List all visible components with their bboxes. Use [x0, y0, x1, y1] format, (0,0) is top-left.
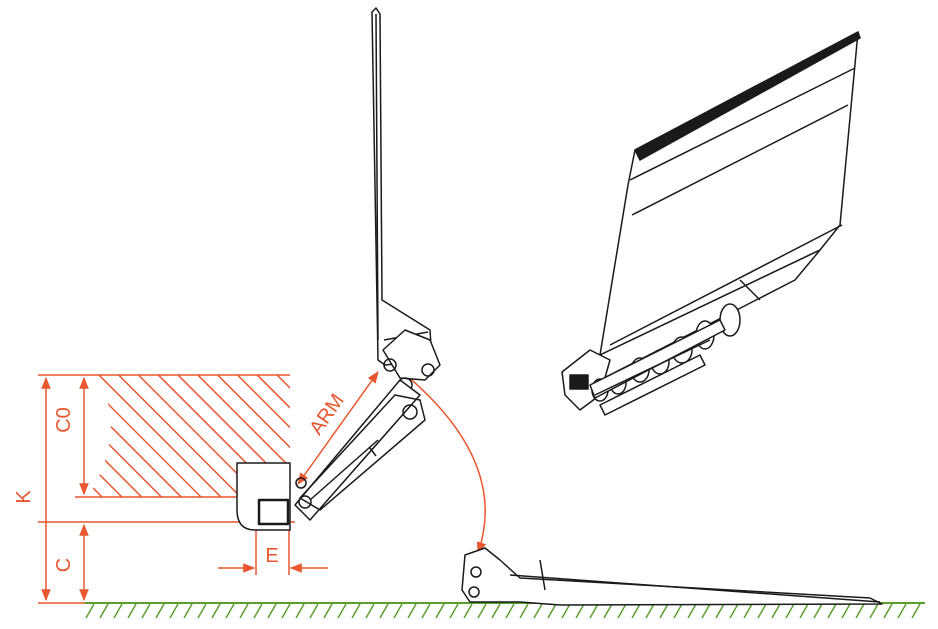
iso-linkage — [561, 303, 741, 416]
swing-arc — [399, 369, 487, 555]
side-view-lowered — [461, 547, 883, 606]
label-c: C — [53, 558, 75, 572]
label-arm: ARM — [305, 390, 349, 439]
side-view-raised — [236, 7, 441, 531]
label-c0: C0 — [53, 407, 75, 433]
isometric-view — [561, 31, 861, 416]
label-k: K — [13, 490, 35, 504]
ground — [85, 602, 925, 624]
label-e: E — [265, 545, 278, 567]
dimension-arm-line — [297, 371, 379, 485]
